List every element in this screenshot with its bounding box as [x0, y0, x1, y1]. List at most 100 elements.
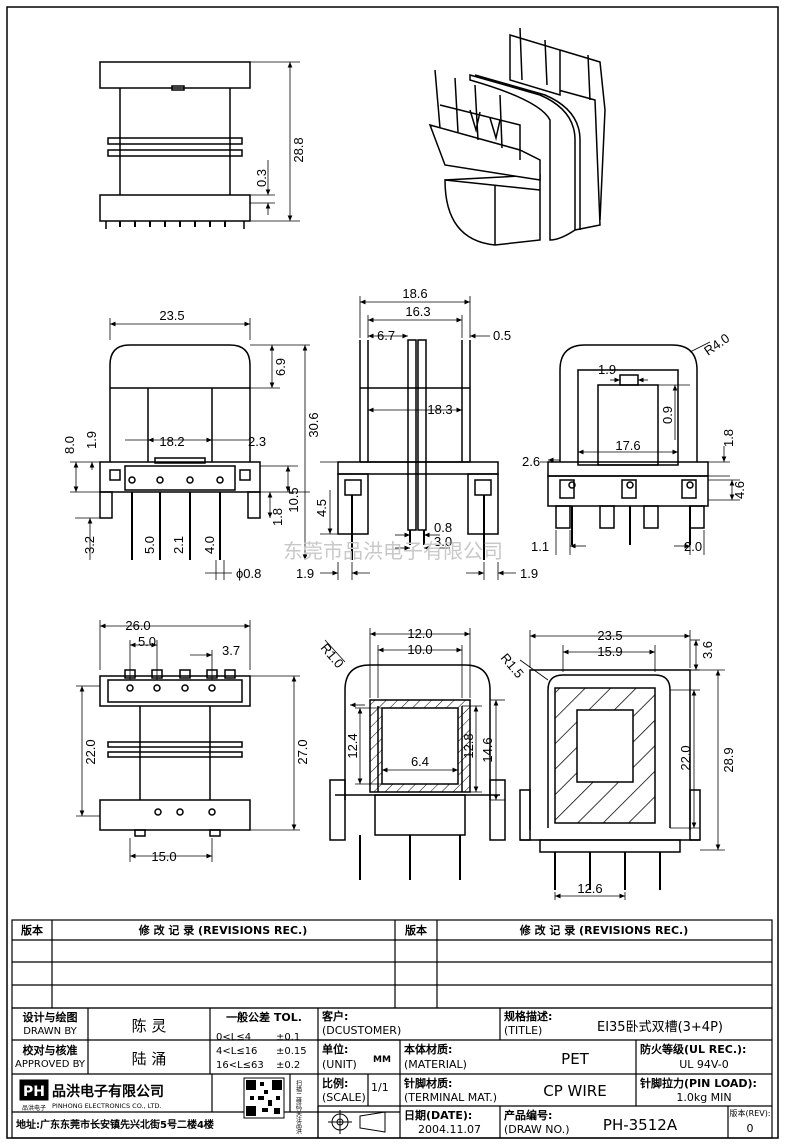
drawno-label: 产品编号: [504, 1108, 552, 1122]
dim-v7-width2: 10.0 [407, 642, 432, 657]
dim-v3-pin-h: 10.5 [286, 487, 301, 512]
terminal-label: 针脚材质: [404, 1076, 452, 1090]
dim-v4-mid: 16.3 [405, 304, 430, 319]
dim-v4-side: 4.5 [314, 499, 329, 517]
drawn-value: 陈 灵 [132, 1017, 167, 1035]
drawno-en: (DRAW NO.) [504, 1123, 569, 1136]
watermark: 东莞市品洪电子有限公司 [283, 539, 503, 563]
terminal-en: (TERMINAL MAT.) [404, 1091, 497, 1104]
view-isometric [428, 27, 606, 246]
dim-v6-width: 26.0 [125, 618, 150, 633]
tol-title: 一般公差 TOL. [226, 1010, 302, 1024]
dim-v3-left-g: 1.9 [84, 431, 99, 449]
dim-v3-height: 30.6 [306, 412, 321, 437]
dim-v5-rh: 1.8 [721, 429, 736, 447]
dim-v6-bottom: 15.0 [151, 849, 176, 864]
pinload-value: 1.0kg MIN [676, 1091, 731, 1104]
view-section-right [519, 630, 725, 900]
pinload-label: 针脚拉力(PIN LOAD): [640, 1076, 757, 1090]
dim-v8-height: 22.0 [678, 745, 693, 770]
material-label: 本体材质: [404, 1042, 452, 1056]
dim-v3-p4: 4.0 [202, 536, 217, 554]
terminal-value: CP WIRE [543, 1082, 606, 1100]
rev-label: 版本(REV): [729, 1108, 770, 1118]
dim-v7-radius: R1.0 [318, 640, 347, 671]
dim-v3-pin-1: 1.8 [270, 508, 285, 526]
sheet-border [6, 6, 779, 1139]
dim-v1-gap: 0.3 [254, 169, 269, 187]
date-label: 日期(DATE): [404, 1108, 472, 1122]
dim-v5-h: 0.9 [660, 406, 675, 424]
rev-col-ver2: 版本 [405, 923, 427, 937]
dim-v3-width: 23.5 [159, 308, 184, 323]
scale-value: 1/1 [371, 1081, 389, 1094]
customer-en: (DCUSTOMER) [322, 1024, 401, 1037]
customer-label: 客户: [321, 1009, 348, 1023]
dim-v3-left-h: 8.0 [62, 436, 77, 454]
view-end [540, 341, 740, 555]
dim-v4-inner: 18.3 [427, 402, 452, 417]
dim-v8-radius: R1.5 [498, 650, 527, 681]
dim-v7-h3: 14.6 [480, 737, 495, 762]
address: 地址:广东东莞市长安镇先兴北街5号二楼4楼 [16, 1118, 214, 1131]
title-label: 规格描述: [504, 1009, 552, 1023]
dim-v7-h2: 12.8 [461, 733, 476, 758]
dim-v3-right: 2.3 [248, 434, 266, 449]
tol-1-value: ±0.1 [276, 1032, 300, 1043]
view-side-center [320, 296, 516, 580]
dim-v5-b1: 1.1 [531, 539, 549, 554]
dim-v5-slot: 1.9 [598, 362, 616, 377]
approved-label-cn: 校对与核准 [23, 1043, 78, 1057]
dim-v4-p1: 0.8 [434, 520, 452, 535]
dim-v3-p2: 5.0 [142, 536, 157, 554]
view-section-center [324, 628, 506, 880]
rev-value: 0 [747, 1122, 754, 1135]
material-value: PET [561, 1050, 590, 1068]
dim-v6-height: 22.0 [83, 739, 98, 764]
date-value: 2004.11.07 [418, 1123, 481, 1136]
tol-2-value: ±0.15 [276, 1046, 307, 1057]
dim-v3-inner: 18.2 [159, 434, 184, 449]
dim-v6-pitch: 5.0 [138, 634, 156, 649]
drawn-label-en: DRAWN BY [23, 1026, 77, 1037]
dim-v7-h: 12.4 [345, 733, 360, 758]
dim-v3-top: 6.9 [273, 358, 288, 376]
view-side-top [99, 61, 300, 229]
dim-v4-thk: 0.5 [493, 328, 511, 343]
dim-v1-height: 28.8 [291, 137, 306, 162]
dim-v7-bottom: 6.4 [411, 754, 429, 769]
unit-label: 单位: [322, 1042, 348, 1056]
dim-v5-b2: 2.0 [684, 539, 702, 554]
unit-en: (UNIT) [322, 1058, 357, 1071]
tol-3: 16<L≤63 [216, 1060, 264, 1071]
company-name-en: PINHONG ELECTRONICS CO., LTD. [52, 1102, 162, 1110]
tol-2: 4<L≤16 [216, 1046, 257, 1057]
dim-v5-width: 17.6 [615, 438, 640, 453]
tol-3-value: ±0.2 [276, 1060, 300, 1071]
dim-v5-lh: 2.6 [522, 454, 540, 469]
qr-code-icon [243, 1077, 285, 1119]
dim-v8-width: 23.5 [597, 628, 622, 643]
dim-v5-ph: 4.6 [732, 481, 747, 499]
drawn-label-cn: 设计与绘图 [23, 1010, 78, 1024]
dim-v3-dia: ϕ0.8 [236, 566, 261, 581]
dim-v8-height2: 28.9 [721, 747, 736, 772]
drawno-value: PH-3512A [603, 1116, 678, 1134]
dim-v8-top: 3.6 [700, 641, 715, 659]
fire-label: 防火等级(UL REC.): [640, 1042, 746, 1056]
tol-1: 0<L≤4 [216, 1032, 251, 1043]
dim-v7-width: 12.0 [407, 626, 432, 641]
fire-value: UL 94V-0 [679, 1058, 729, 1071]
dim-v4-outer: 18.6 [402, 286, 427, 301]
dim-v8-bottom: 12.6 [577, 881, 602, 896]
unit-value: MM [373, 1055, 391, 1065]
title-block [11, 1007, 773, 1139]
title-en: (TITLE) [504, 1024, 542, 1037]
material-en: (MATERIAL) [404, 1058, 467, 1071]
qr-side-text: 扫描二维码关注品洪 [295, 1079, 302, 1135]
dim-v4-b1: 1.9 [296, 566, 314, 581]
approved-label-en: APPROVED BY [15, 1059, 86, 1070]
dim-v3-p1: 3.2 [82, 536, 97, 554]
dim-v3-p3: 2.1 [171, 536, 186, 554]
